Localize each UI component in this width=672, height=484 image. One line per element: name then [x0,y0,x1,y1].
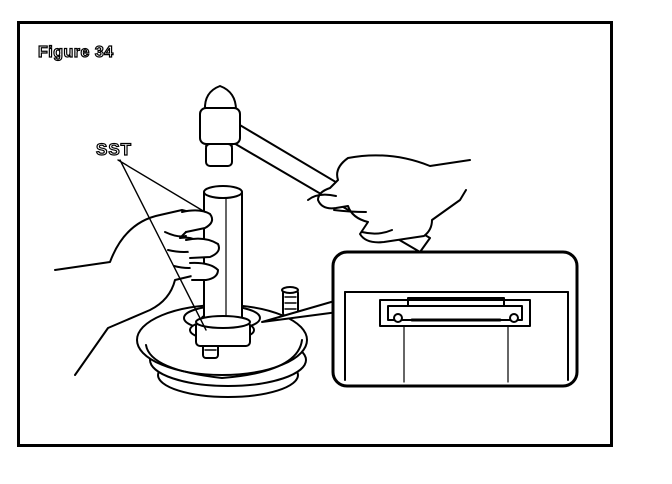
inset-pointer [261,299,339,323]
right-hand [307,154,471,244]
sst-leader-lines [117,159,207,331]
inset-detail [331,250,579,388]
sst-callout-label: SST [95,139,133,159]
figure-title: Figure 34 [37,43,114,61]
left-hand-fingers [181,209,220,281]
hub-stud-right [281,286,299,317]
